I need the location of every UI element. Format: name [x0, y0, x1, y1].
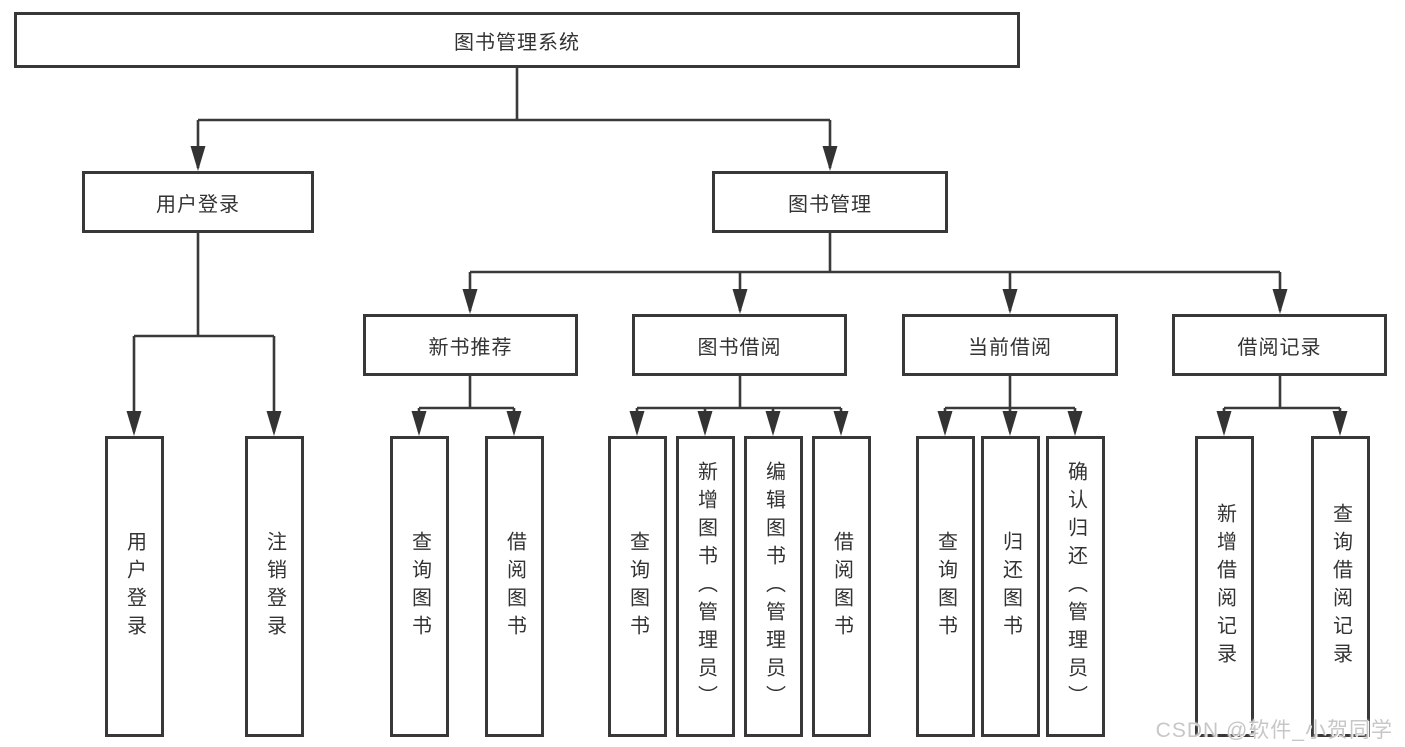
node-current-borrowing: 当前借阅	[902, 314, 1118, 376]
leaf-borrow-books-borrowing: 借阅图书	[812, 436, 871, 737]
arrow-down-icon	[126, 411, 142, 436]
leaf-label: 查询图书	[934, 530, 957, 643]
node-book-management: 图书管理	[712, 171, 948, 233]
leaf-logout-login: 注销登录	[245, 436, 304, 737]
node-borrowing-records: 借阅记录	[1172, 314, 1387, 376]
arrow-down-icon	[937, 411, 953, 436]
leaf-label: 查询图书	[408, 530, 431, 643]
connector-login-to-leaves	[132, 233, 276, 432]
leaf-label: 确认归还（管理员）	[1064, 460, 1087, 713]
leaf-edit-book-admin: 编辑图书（管理员）	[744, 436, 803, 737]
leaf-label: 查询借阅记录	[1329, 502, 1352, 671]
leaf-label: 借阅图书	[503, 530, 526, 643]
leaf-query-borrow-record: 查询借阅记录	[1311, 436, 1370, 737]
leaf-query-books-recommend: 查询图书	[390, 436, 449, 737]
node-book-borrowing: 图书借阅	[632, 314, 847, 376]
leaf-query-books-current: 查询图书	[916, 436, 975, 737]
connector-records-to-leaves	[1222, 376, 1342, 432]
arrow-down-icon	[462, 289, 478, 314]
arrow-down-icon	[629, 411, 645, 436]
node-label: 当前借阅	[968, 336, 1052, 359]
arrow-down-icon	[1332, 411, 1348, 436]
arrow-down-icon	[1002, 289, 1018, 314]
arrow-down-icon	[411, 411, 427, 436]
arrow-down-icon	[190, 146, 206, 171]
arrow-down-icon	[732, 289, 748, 314]
leaf-label: 用户登录	[123, 530, 146, 643]
arrow-down-icon	[1216, 411, 1232, 436]
node-label: 图书管理系统	[454, 31, 580, 54]
leaf-label: 注销登录	[263, 530, 286, 643]
node-label: 新书推荐	[428, 336, 513, 359]
leaf-label: 借阅图书	[830, 530, 853, 643]
watermark: CSDN @软件_小贺同学	[1155, 719, 1393, 742]
leaf-label: 新增借阅记录	[1213, 502, 1236, 671]
node-label: 借阅记录	[1237, 336, 1322, 359]
leaf-add-borrow-record: 新增借阅记录	[1195, 436, 1254, 737]
node-new-book-recommendation: 新书推荐	[363, 314, 578, 376]
leaf-label: 新增图书（管理员）	[694, 460, 717, 713]
connector-mgmt-to-level3	[468, 233, 1282, 311]
leaf-return-books: 归还图书	[981, 436, 1040, 737]
arrow-down-icon	[1002, 411, 1018, 436]
leaf-borrow-books-recommend: 借阅图书	[485, 436, 544, 737]
connector-borrowing-to-leaves	[635, 376, 843, 432]
node-label: 用户登录	[156, 193, 240, 216]
leaf-label: 归还图书	[999, 530, 1022, 643]
node-label: 图书借阅	[697, 336, 782, 359]
leaf-label: 编辑图书（管理员）	[762, 460, 785, 713]
leaf-add-book-admin: 新增图书（管理员）	[676, 436, 735, 737]
arrowheads	[126, 146, 1348, 436]
arrow-down-icon	[1272, 289, 1288, 314]
arrow-down-icon	[1067, 411, 1083, 436]
connector-recommend-to-leaves	[417, 376, 516, 432]
leaf-label: 查询图书	[626, 530, 649, 643]
node-user-login: 用户登录	[82, 171, 314, 233]
leaf-user-login: 用户登录	[105, 436, 164, 737]
arrow-down-icon	[697, 411, 713, 436]
node-label: 图书管理	[788, 193, 872, 216]
arrow-down-icon	[822, 146, 838, 171]
node-root: 图书管理系统	[14, 12, 1020, 68]
leaf-query-books-borrowing: 查询图书	[608, 436, 667, 737]
leaf-confirm-return-admin: 确认归还（管理员）	[1046, 436, 1105, 737]
arrow-down-icon	[506, 411, 522, 436]
connector-root-to-level2	[196, 68, 832, 168]
arrow-down-icon	[266, 411, 282, 436]
arrow-down-icon	[833, 411, 849, 436]
arrow-down-icon	[765, 411, 781, 436]
